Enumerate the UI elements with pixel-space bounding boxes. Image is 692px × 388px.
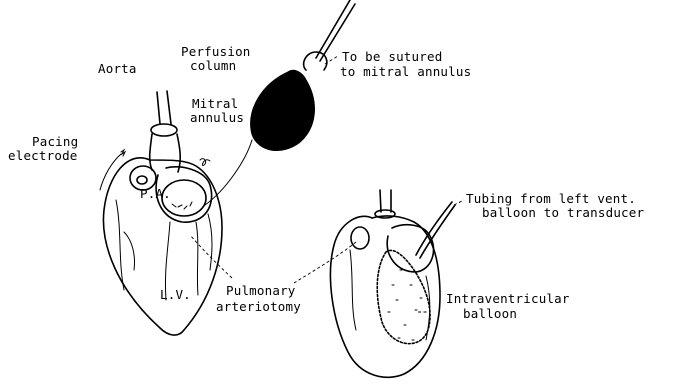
- right-pulmonary-artery: [351, 227, 369, 249]
- right-tubing: [416, 202, 455, 258]
- label-balloon-to-transducer: balloon to transducer: [482, 207, 644, 219]
- label-electrode: electrode: [8, 150, 78, 162]
- label-to-be-sutured: To be sutured: [342, 51, 442, 63]
- right-heart: [330, 190, 455, 377]
- balloon-stipple: [388, 270, 422, 340]
- left-heart-outline: [103, 158, 222, 335]
- mitral-stitches: [172, 202, 192, 209]
- perfusion-column-cannula: [157, 91, 171, 124]
- label-annulus: annulus: [190, 112, 244, 124]
- aortic-tie: [151, 124, 177, 136]
- label-lv: L.V.: [160, 289, 191, 301]
- label-pacing: Pacing: [32, 136, 78, 148]
- balloon: [251, 70, 315, 150]
- intraventricular-balloon: [377, 250, 430, 343]
- label-aorta: Aorta: [98, 63, 137, 75]
- label-balloon: balloon: [463, 308, 517, 320]
- right-heart-outline: [330, 216, 440, 377]
- leader-lines: [190, 56, 464, 312]
- leader-arteriotomy-right: [294, 242, 356, 283]
- balloon-neck: [304, 52, 327, 70]
- label-intraventricular: Intraventricular: [446, 293, 570, 305]
- right-coronary-vessels: [350, 250, 430, 340]
- suture-tie: [200, 159, 210, 166]
- coronary-vessels: [116, 200, 212, 300]
- right-aorta-cannula: [380, 190, 391, 212]
- label-arteriotomy: arteriotomy: [216, 301, 301, 313]
- label-pulmonary: Pulmonary: [226, 285, 296, 297]
- label-mitral: Mitral: [192, 98, 238, 110]
- label-pa: P.A.: [140, 188, 171, 200]
- label-to-mitral-annulus: to mitral annulus: [340, 66, 471, 78]
- label-perfusion: Perfusion: [181, 46, 251, 58]
- label-column: column: [190, 60, 236, 72]
- pulmonary-artery-lumen: [137, 176, 147, 184]
- label-tubing: Tubing from left vent.: [466, 193, 636, 205]
- leader-tubing: [454, 200, 464, 205]
- pacing-electrode-coil: [121, 150, 125, 156]
